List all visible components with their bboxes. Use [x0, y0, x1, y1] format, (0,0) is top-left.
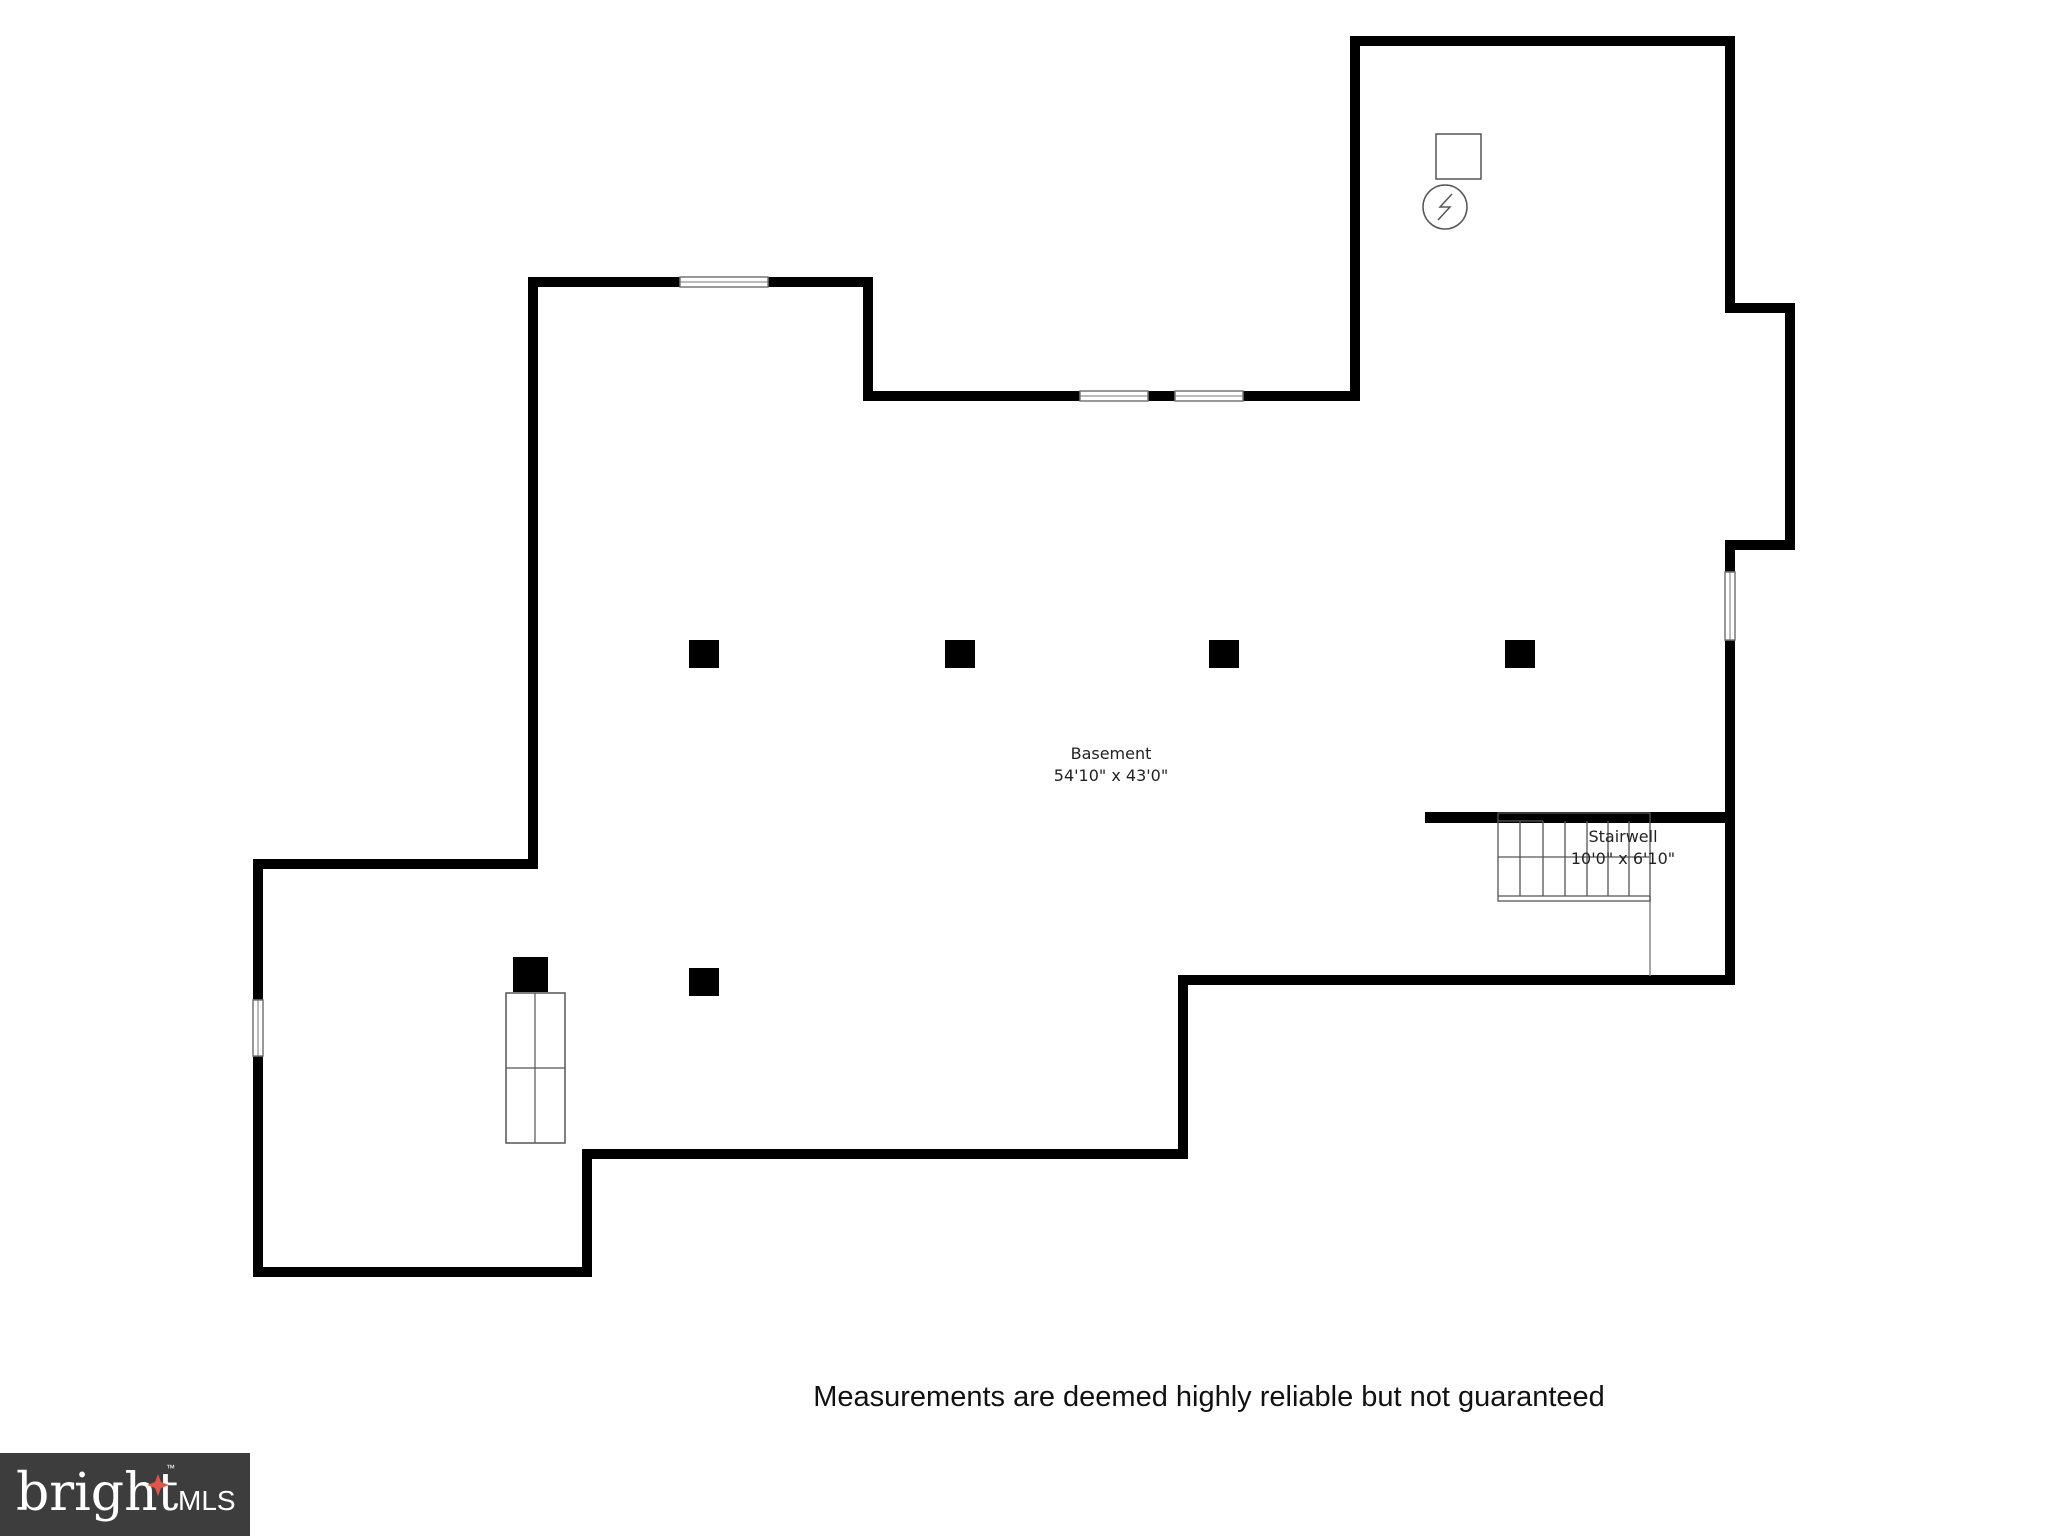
room-dimensions-stairwell: 10'0" x 6'10": [1571, 849, 1675, 868]
window-icon: [679, 276, 769, 288]
support-column-icon: [513, 957, 548, 992]
disclaimer-text: Measurements are deemed highly reliable …: [813, 1381, 1605, 1413]
room-label-basement: Basement: [1071, 744, 1152, 763]
exterior-wall: [253, 36, 1795, 1277]
window-icon: [1079, 390, 1149, 402]
support-column-icon: [1505, 640, 1535, 668]
electrical-panel-icon: [1435, 133, 1482, 180]
logo-text: bright: [16, 1463, 179, 1523]
water-heater-icon: [1422, 184, 1468, 230]
support-column-icon: [689, 640, 719, 668]
stairs-icon: [1497, 812, 1651, 902]
support-column-icon: [945, 640, 975, 668]
bright-mls-logo: bright ™ MLS: [0, 1453, 250, 1536]
logo-trademark: ™: [166, 1463, 175, 1473]
logo-mls-text: MLS: [178, 1485, 236, 1516]
support-column-icon: [689, 968, 719, 996]
room-label-stairwell: Stairwell: [1588, 827, 1657, 846]
window-icon: [1724, 571, 1736, 641]
appliance-icon: [505, 992, 566, 1144]
logo-star-icon: [147, 1474, 169, 1496]
window-icon: [1174, 390, 1244, 402]
window-icon: [252, 999, 264, 1057]
room-dimensions-basement: 54'10" x 43'0": [1054, 766, 1168, 785]
support-column-icon: [1209, 640, 1239, 668]
